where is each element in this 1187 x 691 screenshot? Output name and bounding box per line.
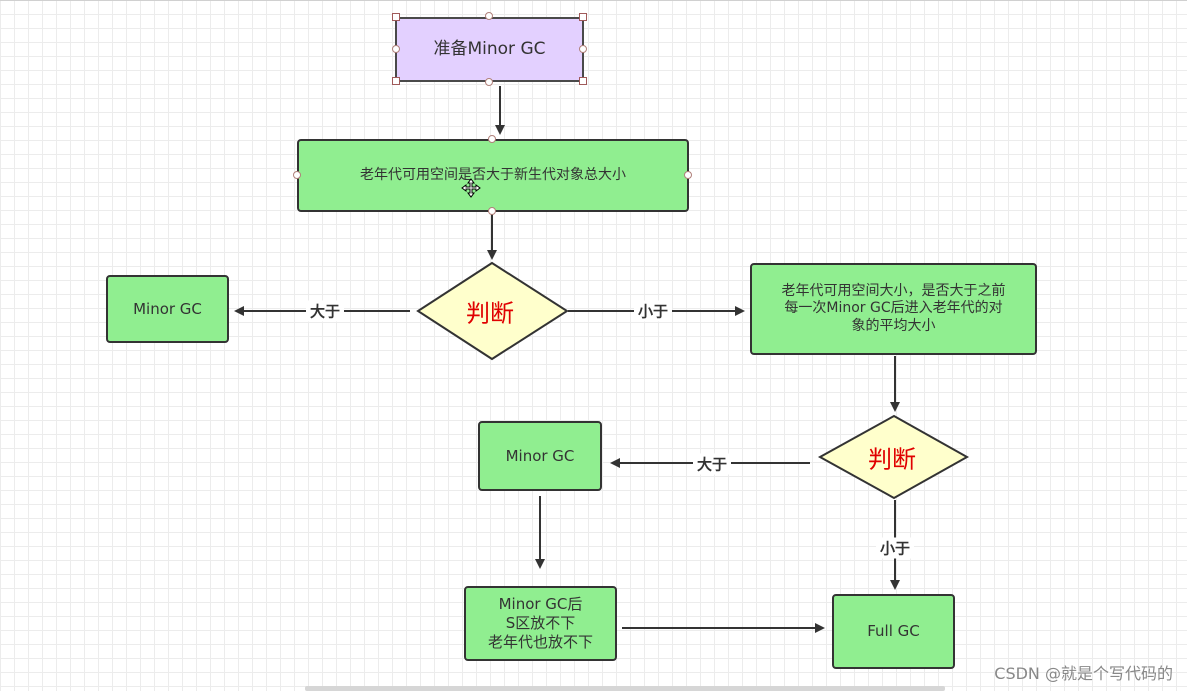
connection-point-check-bottom[interactable] [488,207,496,215]
connection-point-start-left[interactable] [392,45,400,53]
connection-point-start-right[interactable] [579,45,587,53]
after-minor-gc-node[interactable]: Minor GC后 S区放不下 老年代也放不下 [464,586,617,661]
decision-1-label: 判断 [466,299,514,328]
window-top-border [0,0,1187,1]
check-avg-node[interactable]: 老年代可用空间大小，是否大于之前 每一次Minor GC后进入老年代的对 象的平… [750,263,1037,355]
start-node[interactable]: 准备Minor GC [395,17,584,82]
edge-label-less-2: 小于 [875,537,915,559]
minor-gc-left-node[interactable]: Minor GC [106,275,229,343]
connection-point-check-right[interactable] [684,171,692,179]
connection-point-start-bottom[interactable] [485,78,493,86]
connection-point-check-top[interactable] [488,135,496,143]
edge-label-greater-1: 大于 [305,300,345,322]
resize-handle-top-right[interactable] [579,13,587,21]
full-gc-node[interactable]: Full GC [832,594,955,669]
edge-label-greater-2: 大于 [692,453,732,475]
edge-label-less-1: 小于 [633,300,673,322]
move-cursor-icon [461,178,481,198]
decision-2-label: 判断 [868,445,916,474]
resize-handle-top-left[interactable] [392,13,400,21]
connection-point-start-top[interactable] [485,12,493,20]
minor-gc-mid-node[interactable]: Minor GC [478,421,602,491]
watermark: CSDN @就是个写代码的 [994,664,1173,683]
check-old-gen-node[interactable]: 老年代可用空间是否大于新生代对象总大小 [297,139,689,212]
resize-handle-bottom-right[interactable] [579,77,587,85]
decision-diamond-1 [416,261,569,361]
connection-point-check-left[interactable] [293,171,301,179]
decision-diamond-2 [817,414,970,500]
resize-handle-bottom-left[interactable] [392,77,400,85]
horizontal-scrollbar[interactable] [305,686,945,691]
